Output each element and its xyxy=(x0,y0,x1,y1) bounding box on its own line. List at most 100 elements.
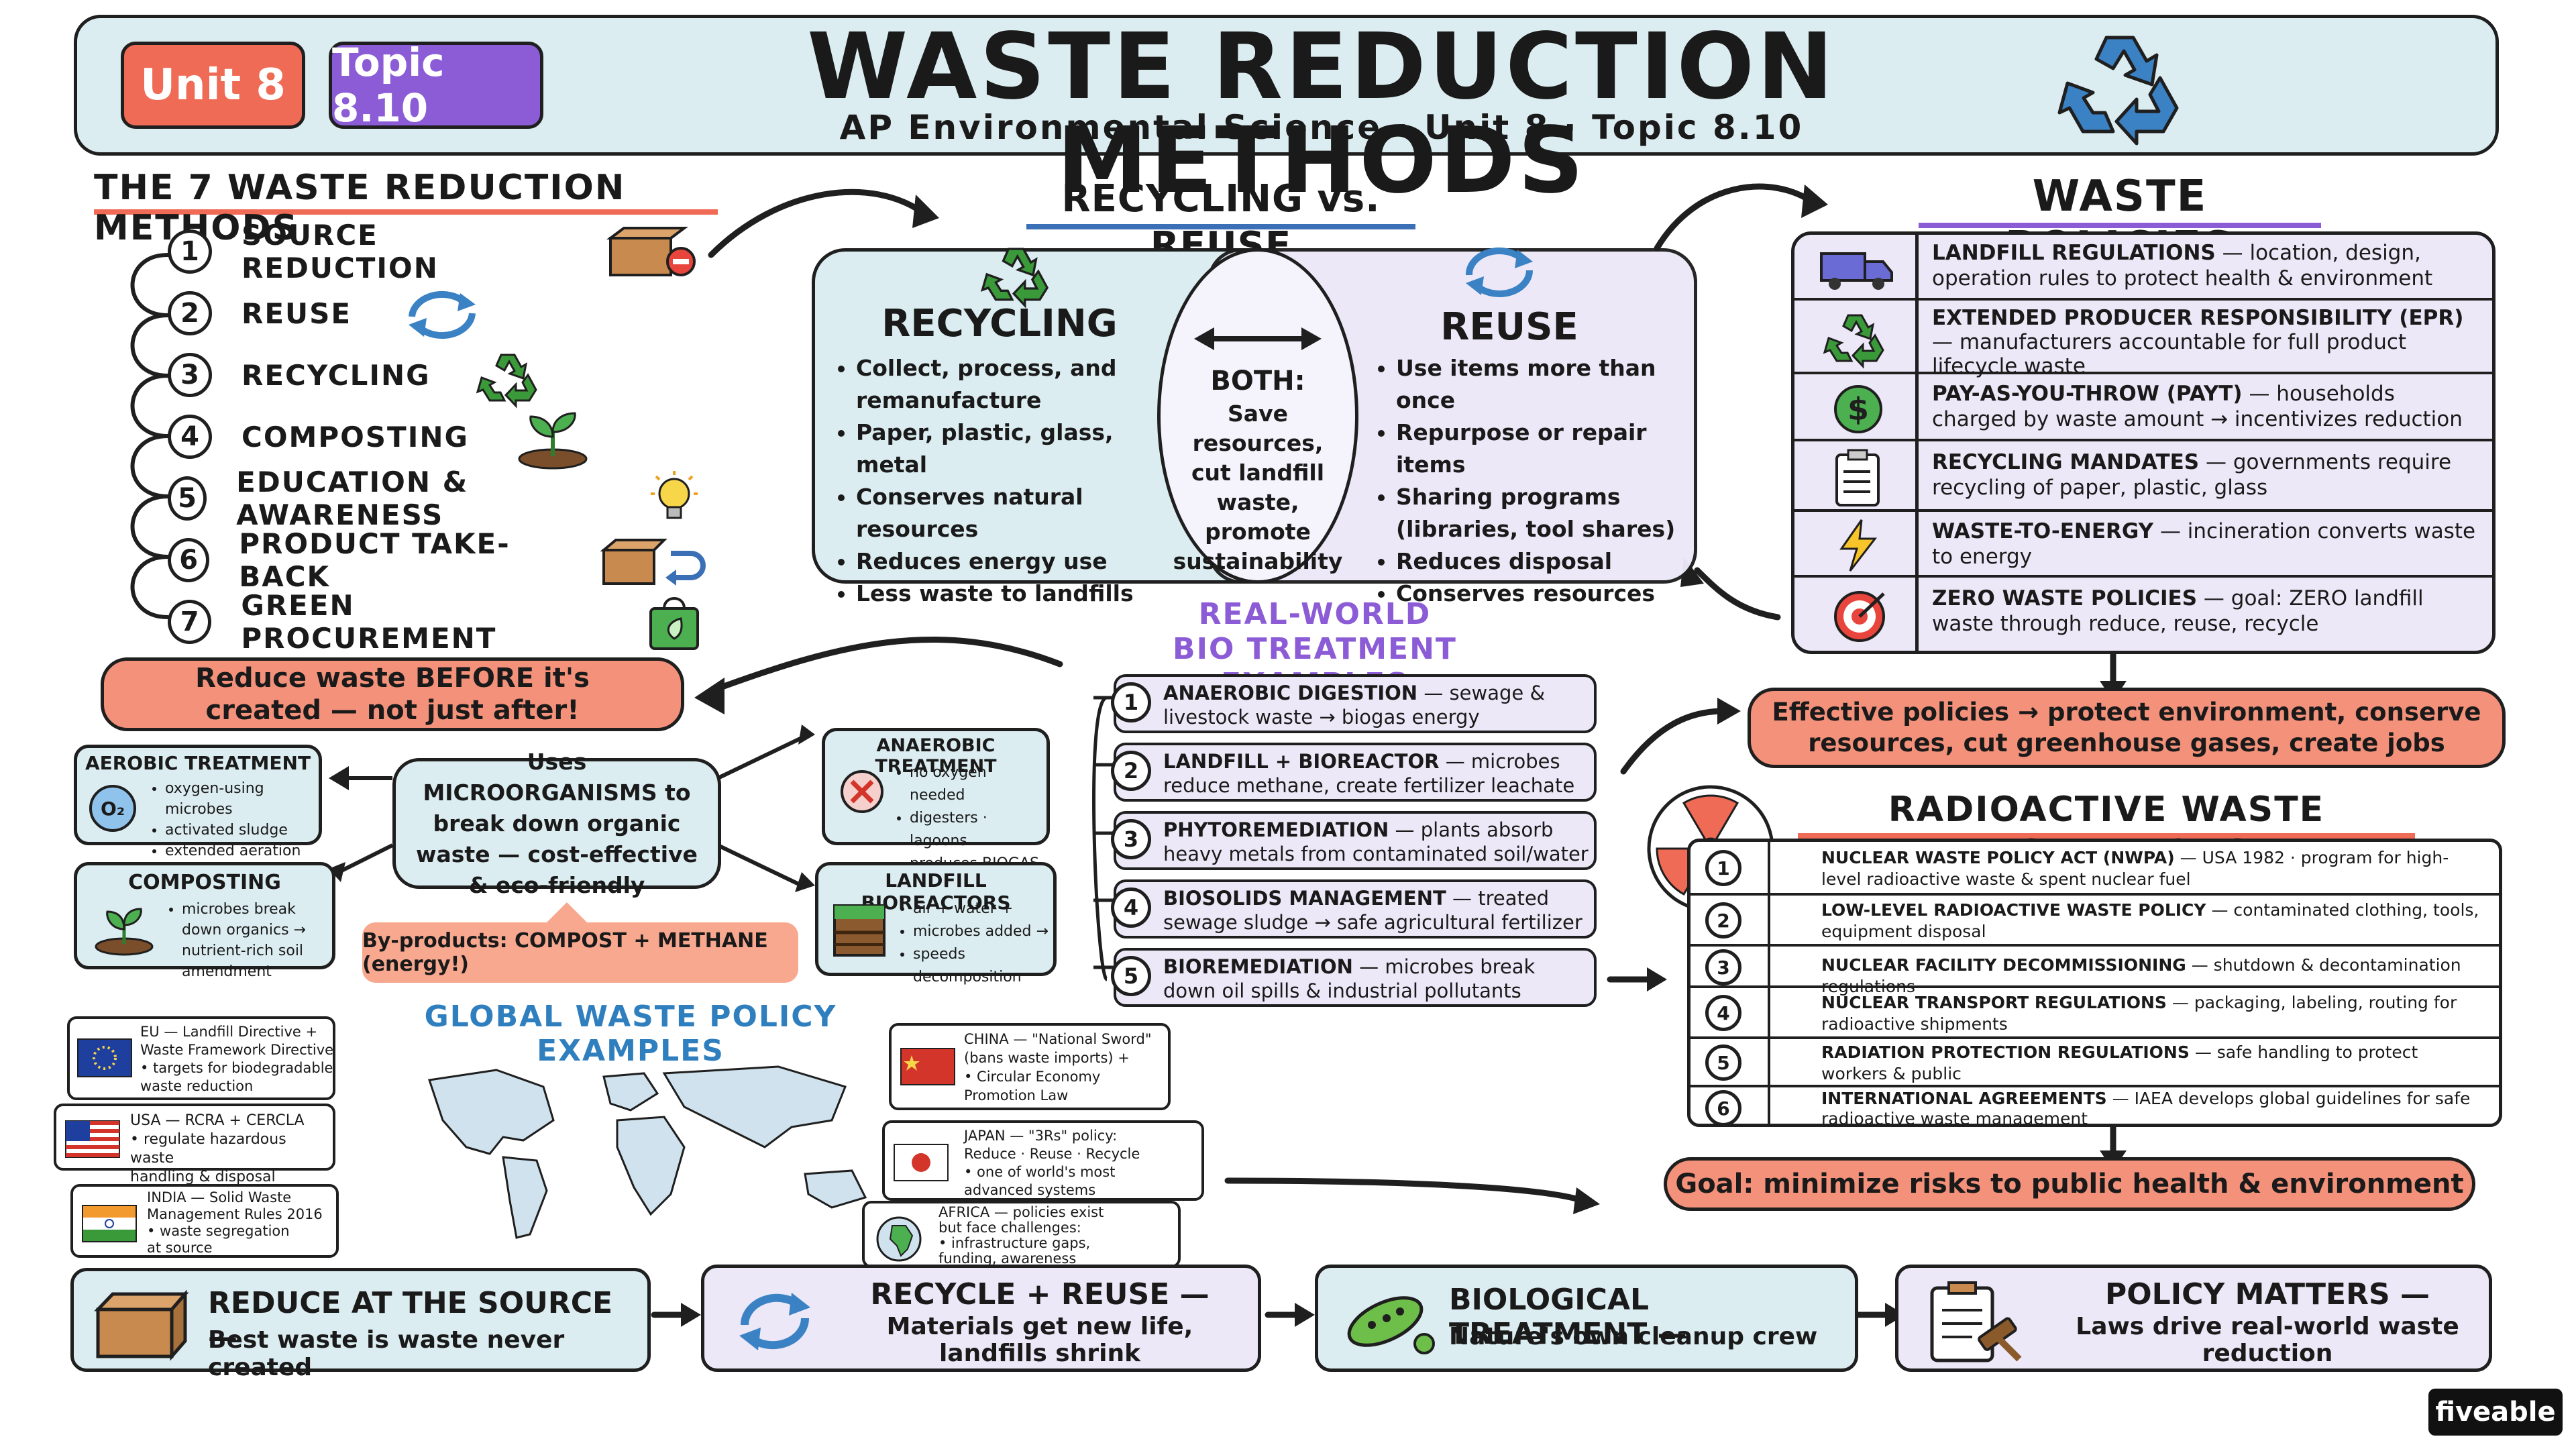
realworld-text: PHYTOREMEDIATION — plants absorb heavy m… xyxy=(1163,818,1593,866)
usa-line: USA — RCRA + CERCLA xyxy=(130,1112,305,1129)
list-item: air + water + xyxy=(913,898,1053,920)
policy-text: WASTE-TO-ENERGY — incineration converts … xyxy=(1932,519,2482,570)
box-icon xyxy=(94,1289,189,1361)
anaerobic-list: no oxygen needed digesters · lagoons pro… xyxy=(885,761,1046,875)
method-label: GREEN PROCUREMENT xyxy=(241,589,497,655)
usa-line: • regulate hazardous waste xyxy=(130,1131,286,1167)
sprout-icon xyxy=(518,412,588,470)
eu-card: EU — Landfill Directive + Waste Framewor… xyxy=(67,1016,335,1100)
radioactive-heading: RADIOACTIVE WASTE REGULATIONS xyxy=(1798,788,2415,873)
recycle-icon xyxy=(476,354,537,409)
aerobic-box: AEROBIC TREATMENT O₂ oxygen-using microb… xyxy=(74,745,322,859)
policies-callout: Effective policies → protect environment… xyxy=(1748,688,2506,768)
soil-layers-icon xyxy=(833,904,885,957)
bioreactor-box: LANDFILL BIOREACTORS air + water + micro… xyxy=(815,862,1057,985)
double-arrow-icon xyxy=(1194,327,1322,350)
method-item: 1 SOURCE REDUCTION xyxy=(168,219,704,284)
cycle-arrows-icon xyxy=(409,290,476,339)
list-item: Conserves natural resources xyxy=(856,481,1154,545)
africa-card: AFRICA — policies exist but face challen… xyxy=(862,1201,1181,1268)
bottom-card-text: Materials get new life, landfills shrink xyxy=(886,1313,1193,1367)
unit-badge-label: Unit 8 xyxy=(140,60,286,110)
india-line: INDIA — Solid Waste xyxy=(147,1189,292,1205)
radioactive-text: RADIATION PROTECTION REGULATIONS — safe … xyxy=(1821,1042,2485,1085)
radioactive-table: 1 NUCLEAR WASTE POLICY ACT (NWPA) — USA … xyxy=(1687,839,2502,1127)
africa-line: funding, awareness xyxy=(938,1250,1077,1267)
china-line: (bans waste imports) + xyxy=(964,1050,1130,1066)
realworld-text: BIOREMEDIATION — microbes break down oil… xyxy=(1163,955,1593,1003)
china-line: • Circular Economy xyxy=(964,1069,1101,1085)
india-line: Management Rules 2016 xyxy=(147,1206,323,1222)
list-item: extended aeration xyxy=(165,841,315,861)
radioactive-title: NUCLEAR TRANSPORT REGULATIONS xyxy=(1821,993,2167,1012)
policy-title: RECYCLING MANDATES xyxy=(1932,450,2200,474)
china-flag-icon xyxy=(900,1048,955,1085)
radioactive-number: 5 xyxy=(1705,1044,1741,1081)
policy-title: EXTENDED PRODUCER RESPONSIBILITY (EPR) xyxy=(1932,306,2464,330)
dollar-icon: $ xyxy=(1834,385,1882,433)
no-oxygen-icon xyxy=(841,770,883,813)
list-item: digesters · lagoons xyxy=(910,807,1046,853)
brand-logo-text: fiveable xyxy=(2435,1397,2556,1428)
anaerobic-title: ANAEROBIC TREATMENT xyxy=(875,735,997,777)
realworld-number: 5 xyxy=(1111,956,1151,996)
method-number: 3 xyxy=(168,353,212,397)
recycle-icon xyxy=(980,248,1049,309)
composting-title: COMPOSTING xyxy=(128,871,281,894)
venn-heading: RECYCLING vs. REUSE xyxy=(1026,176,1415,268)
policy-title: PAY-AS-YOU-THROW (PAYT) xyxy=(1932,382,2243,406)
list-item: Paper, plastic, glass, metal xyxy=(856,417,1154,481)
list-item: Conserves resources xyxy=(1396,578,1687,610)
realworld-list: 1 ANAEROBIC DIGESTION — sewage & livesto… xyxy=(1111,674,1603,1010)
radioactive-desc: — USA 1982 · program for high-level radi… xyxy=(1821,848,2449,889)
radioactive-text: NUCLEAR WASTE POLICY ACT (NWPA) — USA 19… xyxy=(1821,847,2485,890)
realworld-item: 4 BIOSOLIDS MANAGEMENT — treated sewage … xyxy=(1111,879,1597,938)
radioactive-goal-text: Goal: minimize risks to public health & … xyxy=(1675,1169,2464,1199)
usa-line: handling & disposal xyxy=(130,1169,276,1185)
china-text: CHINA — "National Sword" (bans waste imp… xyxy=(964,1030,1169,1105)
method-item: 5 EDUCATION & AWARENESS xyxy=(168,466,704,531)
realworld-title: BIOSOLIDS MANAGEMENT xyxy=(1163,887,1446,910)
africa-line: • infrastructure gaps, xyxy=(938,1235,1091,1251)
method-label: REUSE xyxy=(241,297,352,330)
realworld-number: 3 xyxy=(1111,819,1151,859)
japan-line: JAPAN — "3Rs" policy: xyxy=(964,1128,1118,1144)
method-item: 6 PRODUCT TAKE-BACK xyxy=(168,527,706,593)
realworld-number: 1 xyxy=(1111,682,1151,722)
india-flag-icon xyxy=(82,1205,137,1242)
bottom-card-title: REDUCE AT THE SOURCE — xyxy=(208,1286,613,1354)
realworld-item: 3 PHYTOREMEDIATION — plants absorb heavy… xyxy=(1111,811,1597,870)
page-subtitle: AP Environmental Science · Unit 8 · Topi… xyxy=(839,108,1804,147)
methods-callout-text: Reduce waste BEFORE it's created — not j… xyxy=(195,663,590,726)
radioactive-number: 6 xyxy=(1705,1090,1741,1124)
page-title: WASTE REDUCTION METHODS xyxy=(807,14,1836,214)
method-number: 5 xyxy=(168,476,207,521)
radioactive-desc: — safe handling to protect workers & pub… xyxy=(1821,1042,2418,1083)
byproducts-pointer xyxy=(543,902,590,926)
realworld-heading-line1: REAL-WORLD xyxy=(1198,597,1432,631)
policy-desc: — governments require recycling of paper… xyxy=(1932,450,2452,500)
cycle-arrows-icon xyxy=(739,1293,810,1350)
cycle-arrows-icon xyxy=(1466,248,1533,297)
realworld-text: LANDFILL + BIOREACTOR — microbes reduce … xyxy=(1163,749,1593,798)
list-item: no oxygen needed xyxy=(910,761,1046,807)
both-title: BOTH: xyxy=(1210,366,1305,396)
aerobic-list: oxygen-using microbes activated sludge e… xyxy=(141,778,315,861)
aerobic-title: AEROBIC TREATMENT xyxy=(85,752,311,774)
list-item: Less waste to landfills xyxy=(856,578,1154,610)
radioactive-desc: — packaging, labeling, routing for radio… xyxy=(1821,993,2457,1034)
india-line: • waste segregation xyxy=(147,1223,290,1239)
bottom-card-text: Laws drive real-world waste reduction xyxy=(2076,1313,2459,1367)
radioactive-row: 6 INTERNATIONAL AGREEMENTS — IAEA develo… xyxy=(1690,1087,2499,1124)
policies-heading: WASTE POLICIES xyxy=(1919,171,2321,272)
japan-line: • one of world's most xyxy=(964,1164,1116,1180)
china-card: CHINA — "National Sword" (bans waste imp… xyxy=(889,1023,1171,1110)
list-item: Use items more than once xyxy=(1396,352,1687,417)
realworld-desc: — sewage & livestock waste → biogas ener… xyxy=(1163,682,1546,729)
africa-line: AFRICA — policies exist xyxy=(938,1204,1104,1220)
policy-row: EXTENDED PRODUCER RESPONSIBILITY (EPR) —… xyxy=(1794,301,2492,378)
realworld-title: PHYTOREMEDIATION xyxy=(1163,818,1389,841)
method-label: COMPOSTING xyxy=(241,420,469,453)
methods-heading: THE 7 WASTE REDUCTION METHODS xyxy=(94,168,718,248)
bottom-card-title: BIOLOGICAL TREATMENT — xyxy=(1449,1283,1687,1351)
